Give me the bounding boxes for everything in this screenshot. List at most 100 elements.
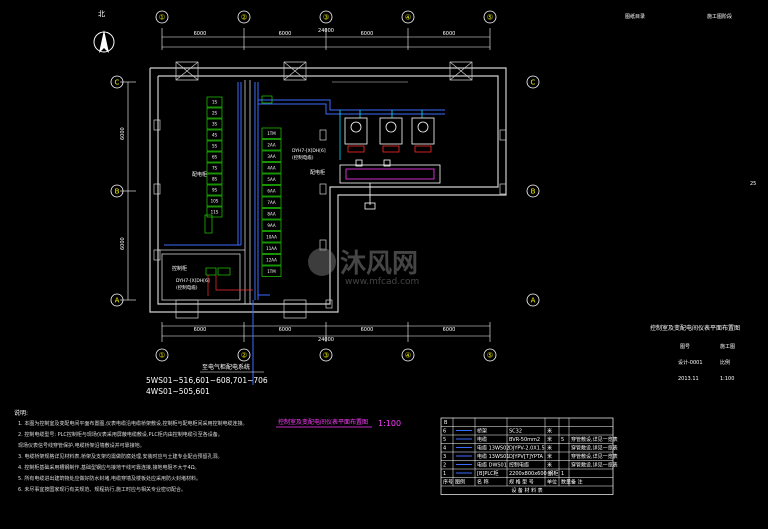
cabinet-left-label: 2S [212,111,218,116]
cabinet-left-cell [206,140,223,152]
cabinet-right-cell [261,173,282,185]
sheet-row2-left: 设计-0001 [678,359,703,366]
cabinet-left-label: 1S [212,100,218,105]
cabinet-right-label: 10AA [266,234,277,239]
sheet-drawing-name: 控制室及变配电间仪表平面布置图 [650,324,740,332]
axis-bottom-1: ① [159,352,165,360]
table-header-symbol: 图例 [455,479,465,486]
dim-top-3: 6000 [361,31,374,37]
axis-bottom-3-circle [319,348,333,362]
cabinet-right-label: 4AA [267,165,275,170]
plan-scale: 1:100 [378,419,401,428]
table-cell-name: 电缆 [477,436,487,443]
table-cell-unit: 台 [547,470,552,477]
cabinet-right-cell [261,139,282,151]
cabinet-left-cell [206,129,223,141]
cabinet-right-cell [261,219,282,231]
switchgear-tray [339,110,423,160]
cable-note-2: (控制电缆) [176,284,198,291]
note-line: 1. 本图为控制室及变配电间平面布置图,仪表电缆沿电缆桥架敷设,控制柜与配电柜间… [18,421,248,427]
table-cell-name: 电缆 13WS02 [477,445,509,452]
sheet-top-left: 图纸目录 [625,13,645,20]
cabinet-right-cell [261,265,282,277]
north-arrow-icon [93,30,115,53]
axis-bottom-1-circle [155,348,169,362]
table-cell-note: 穿管敷设,详见一览表 [571,436,618,443]
dimension-bottom [161,322,491,342]
cabinet-right-label: 12AA [266,257,277,262]
sheet-top-right: 施工图阶段 [707,13,732,20]
axis-top-4-circle [401,10,415,24]
dim-bottom-1: 6000 [194,327,207,333]
cable-note-1: DYH7-[X]DH[6] [176,278,210,284]
axis-right-A-circle [526,293,540,307]
interior-partitions [158,80,251,304]
axis-right-A: A [531,297,536,305]
power-system-label: 至电气柜配电系统 [202,363,250,371]
table-cell-spec: SC32 [509,429,522,435]
dim-bottom-2: 6000 [279,327,292,333]
cabinet-left-cell [206,118,223,130]
dim-bottom-4: 6000 [443,327,456,333]
dim-top-total: 24000 [318,28,334,34]
axis-bottom-4-circle [401,348,415,362]
cabinet-left-cell [206,173,223,185]
cabinet-right-cell [261,127,282,139]
building-walls [149,67,507,313]
sheet-row3-right: 1:100 [720,376,734,382]
axis-bottom-2: ② [241,352,247,360]
cabinet-right-label: 3AA [267,154,275,159]
axis-top-1: ① [159,14,165,22]
axis-top-5: ⑤ [487,14,493,22]
table-header-spec: 规 格 型 号 [509,479,534,486]
switchgear-units [339,117,441,210]
cabinet-right-label: 11AA [266,246,277,251]
watermark-en: www.mfcad.com [345,277,419,287]
axis-bottom-5-circle [483,348,497,362]
table-cell-unit: 米 [547,428,552,435]
table-cell-unit: 米 [547,436,552,443]
wall-columns [153,61,507,319]
axis-top-2-circle [237,10,251,24]
cabinet-left-cell [206,96,223,108]
cabinet-left-cell [206,162,223,174]
table-cell-spec: 2200x800x600 钢柜 [509,470,558,477]
table-cell-spec: DJYPV[T]YPTA [509,454,544,460]
cabinet-left-cell [206,195,223,207]
cabinet-left-cell [206,151,223,163]
table-cell-note: 穿管敷设,详见一览表 [571,445,618,452]
table-cell-name: [B]PLC柜 [477,470,499,477]
cabinet-right-column: 1TM2AA3AA4AA5AA6AA7AA8AA9AA10AA11AA12AA1… [261,127,282,277]
table-cell-unit: 米 [547,453,552,460]
circuit-line-2: 4WS01~505,601 [146,387,210,396]
dim-bottom-3: 6000 [361,327,374,333]
circuit-line-1: 5WS01~516,601~608,701~706 [146,376,268,385]
cabinet-right-label: 1TM [267,131,276,136]
cabinet-right-label: 9AA [267,223,275,228]
cabinet-right-label: 8AA [267,211,275,216]
cabinet-right-label: 1TM [267,269,276,274]
table-cell-unit: 米 [547,445,552,452]
dim-top-2: 6000 [279,31,292,37]
cabinet-right-label: 2AA [267,142,275,147]
cabinet-right-cell [261,242,282,254]
table-cell-name: 桥架 [477,428,487,435]
cabinet-right-label: 7AA [267,200,275,205]
table-col-b: B [444,420,448,426]
table-header-no: 序号 [443,479,453,486]
table-cell-name: 电缆 13WS01 [477,453,509,460]
cabinet-left-label: 7S [212,166,218,171]
cabinet-left-label: 6S [212,155,218,160]
cabinet-left-label: 9S [212,188,218,193]
cabinet-area-label-2: 配电柜 [310,169,325,176]
cabinet-right-cell [261,185,282,197]
dim-top-1: 6000 [194,31,207,37]
table-cell-no: 1 [443,471,446,477]
axis-bottom-2-circle [237,348,251,362]
axis-top-5-circle [483,10,497,24]
axis-left-C: C [115,79,120,87]
axis-right-C: C [531,79,536,87]
dim-left-2: 6000 [120,237,126,250]
